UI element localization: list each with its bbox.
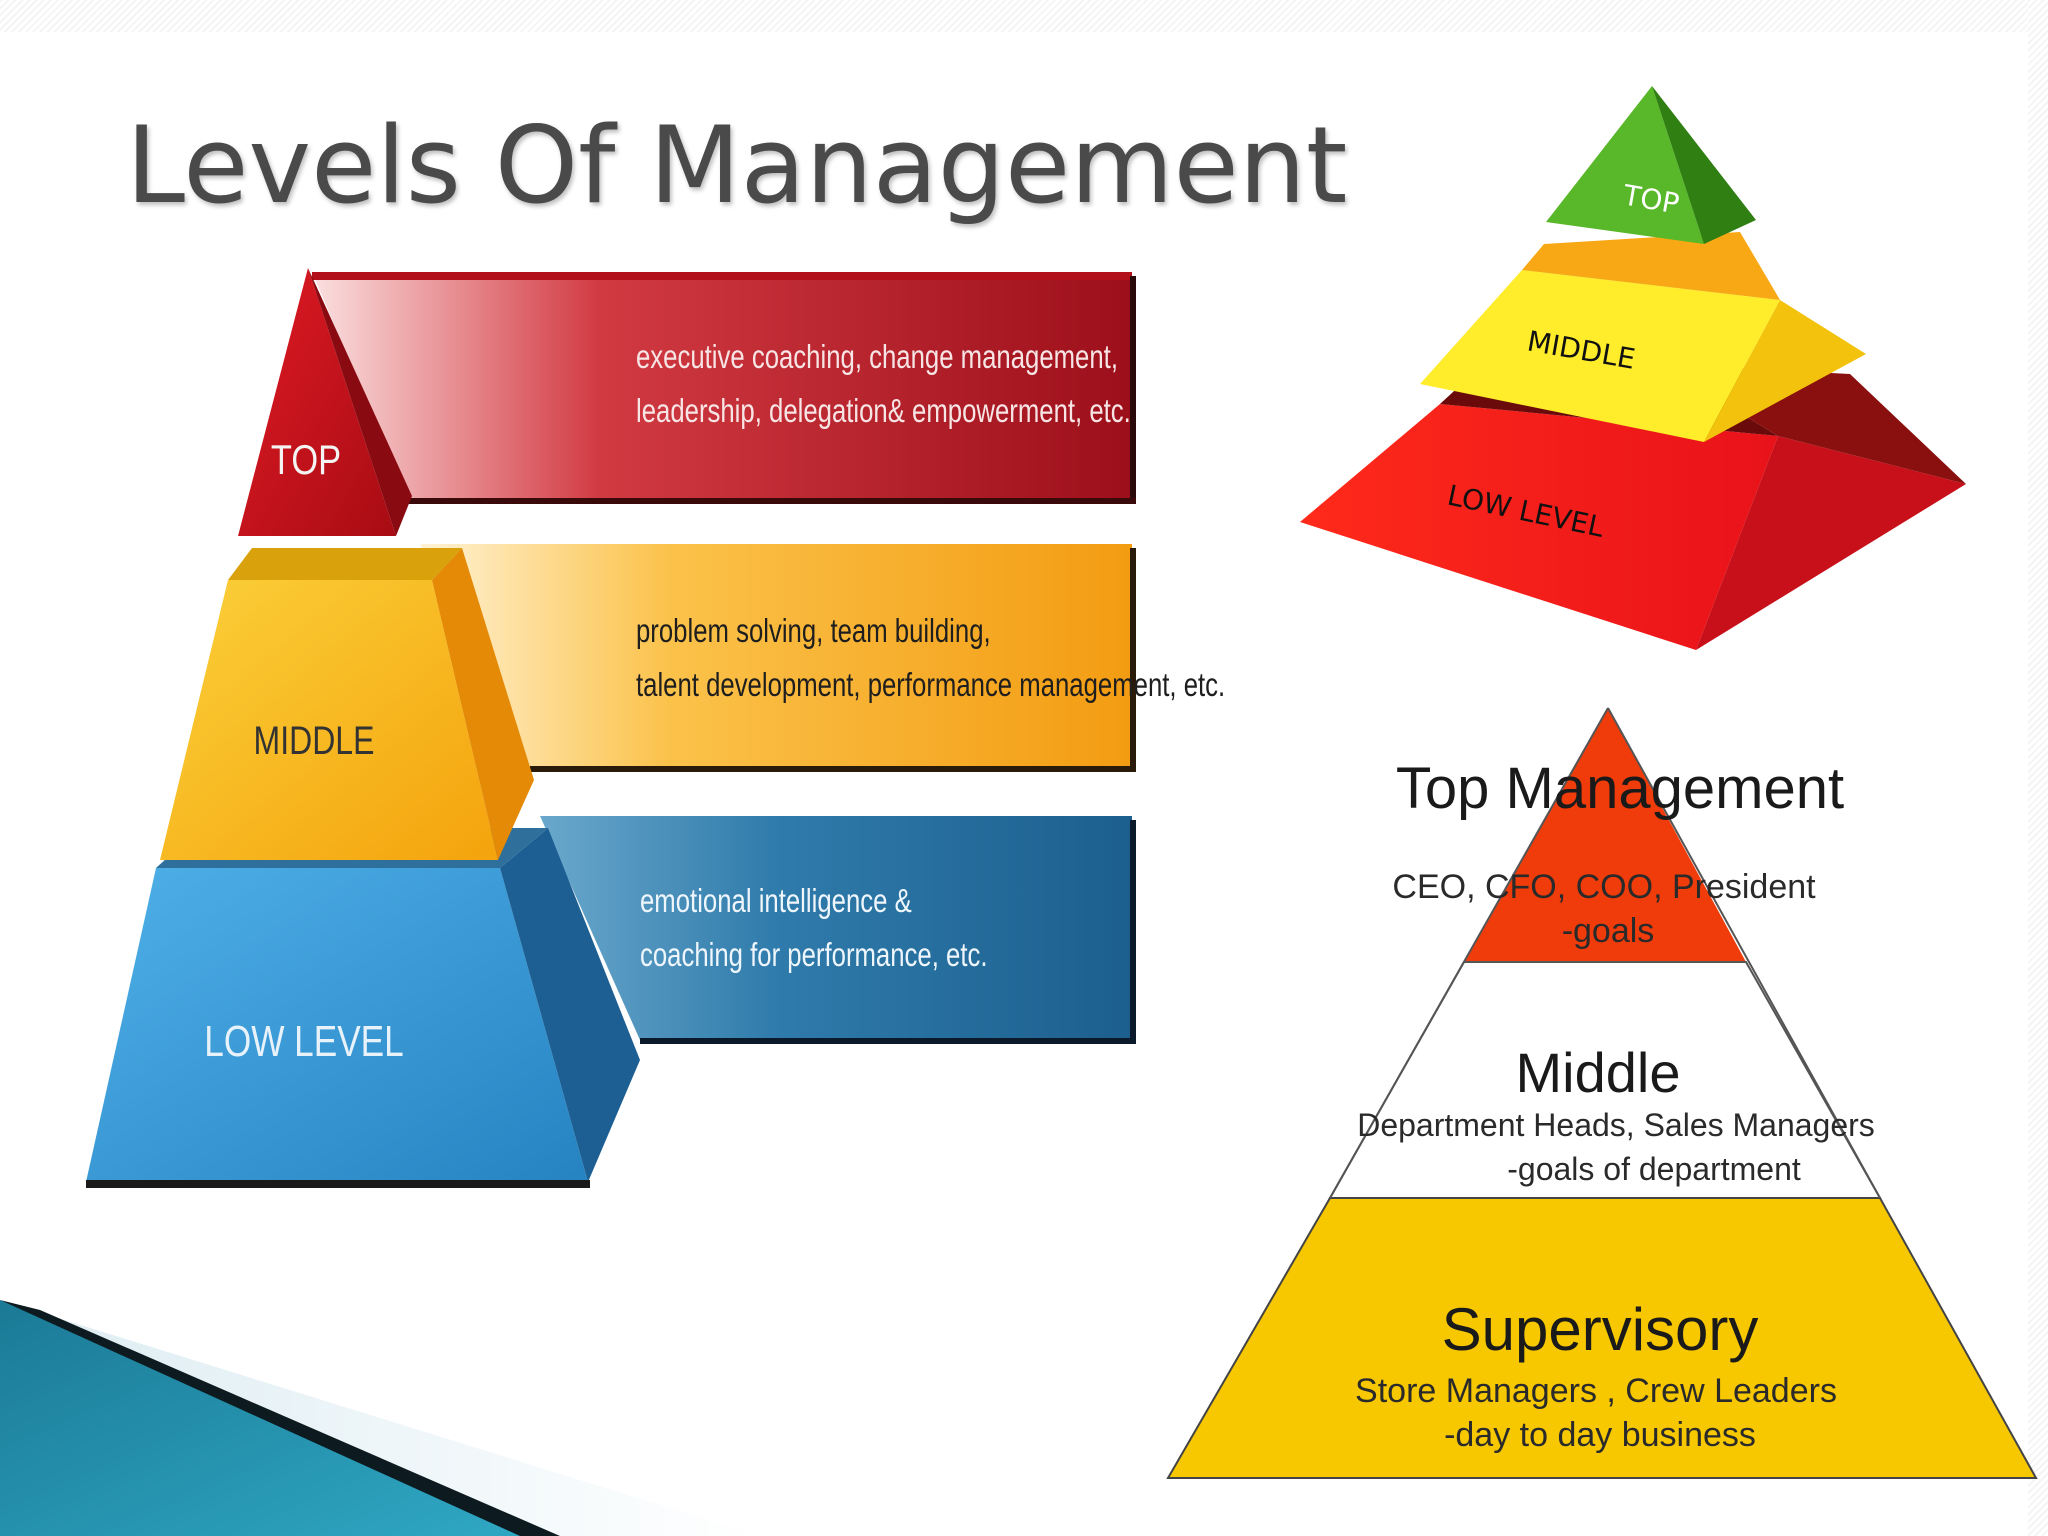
pyramid-flat-middle-title: Middle: [1516, 1041, 1681, 1104]
pyramid-flat-middle-line2: -goals of department: [1507, 1151, 1801, 1187]
pyramid-flat-bottom-line1: Store Managers , Crew Leaders: [1355, 1372, 1837, 1410]
pyramid-flat-bottom-tier: [1166, 1197, 2038, 1479]
pyramid-3d-top-front: [1546, 86, 1704, 244]
middle-top-face: [228, 548, 462, 580]
top-desc-line2: leadership, delegation& empowerment, etc…: [636, 393, 1131, 430]
pyramid-3d-middle: [1420, 232, 1866, 442]
low-level-front: [86, 868, 588, 1182]
pyramid-flat-middle-line1: Department Heads, Sales Managers: [1357, 1107, 1875, 1143]
pyramid-flat-right-edge: [1607, 707, 1881, 1199]
left-middle-label: MIDDLE: [254, 718, 375, 763]
middle-band-bottom-shadow: [530, 766, 1136, 772]
pyramid-flat-top-line1: CEO, CFO, COO, President: [1392, 868, 1816, 906]
middle-band: [420, 544, 1136, 772]
top-block: [238, 268, 412, 536]
pyramid-flat-left-edge: [1329, 707, 1609, 1199]
pyramid-flat-bottom-line2: -day to day business: [1444, 1416, 1756, 1454]
pyramid-3d-low-side: [1696, 436, 1966, 650]
top-desc-line1: executive coaching, change management,: [636, 339, 1118, 376]
top-band-bottom-shadow: [408, 498, 1136, 504]
low-desc-line2: coaching for performance, etc.: [640, 937, 987, 974]
pyramid-3d-middle-side: [1704, 300, 1866, 442]
middle-front: [160, 580, 498, 860]
low-level-side: [500, 828, 640, 1182]
top-front: [238, 268, 396, 536]
middle-band-shadow: [1130, 548, 1136, 772]
pyramid-3d-top: [1546, 86, 1756, 244]
low-desc-line1: emotional intelligence &: [640, 883, 912, 920]
pyramid-3d-middle-top: [1522, 232, 1780, 300]
pyramid-3d-low-front: [1300, 404, 1778, 650]
background-hatch-right: [2028, 0, 2048, 1536]
top-band: [312, 272, 1136, 504]
left-low-label: LOW LEVEL: [204, 1017, 403, 1066]
pyramid-3d-middle-front: [1420, 270, 1780, 442]
pyramid-flat-top-title: Top Management: [1396, 756, 1844, 821]
pyramid-flat-bottom-title: Supervisory: [1442, 1296, 1759, 1363]
pyramid-flat-top-tier: [1464, 708, 1746, 962]
left-top-label: TOP: [271, 437, 341, 484]
low-level-shadow: [86, 1180, 590, 1188]
top-band-shape: [312, 272, 1132, 500]
pyramid-3d-top-side: [1652, 86, 1756, 244]
low-band-shadow: [1130, 820, 1136, 1044]
low-band: [540, 816, 1136, 1044]
pyramid-flat-top-line2: -goals: [1562, 912, 1655, 950]
corner-wedge-dark: [0, 1300, 560, 1536]
slide-title: Levels Of Management: [126, 104, 1348, 227]
top-band-shadow: [1130, 276, 1136, 504]
low-band-bottom-shadow: [640, 1038, 1136, 1044]
middle-block: [160, 548, 534, 860]
middle-band-shape: [420, 544, 1132, 768]
middle-side: [432, 548, 534, 860]
pyramid-flat-shapes: [1166, 707, 2038, 1479]
low-band-shape: [540, 816, 1132, 1040]
top-band-edge: [312, 272, 1132, 280]
top-side: [308, 268, 412, 536]
background-hatch-top: [0, 0, 2048, 32]
middle-desc-line2: talent development, performance manageme…: [636, 667, 1225, 704]
middle-desc-line1: problem solving, team building,: [636, 613, 991, 650]
